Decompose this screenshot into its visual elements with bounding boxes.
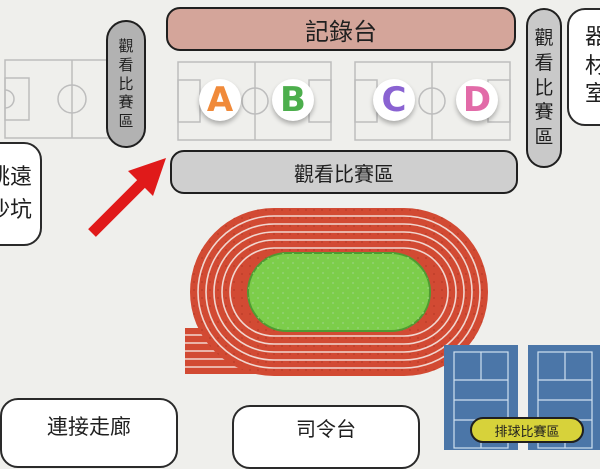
connecting-corridor: 連接走廊	[0, 398, 178, 468]
spectator-area-right-char: 看	[534, 51, 554, 74]
court-b-label: B	[272, 79, 314, 121]
long-jump-pit: 跳遠 沙坑	[0, 142, 42, 246]
connecting-corridor-label: 連接走廊	[47, 415, 131, 439]
spectator-area-main-label: 觀看比賽區	[294, 161, 394, 186]
spectator-area-right-char: 賽	[534, 101, 554, 124]
spectator-area-right-char: 比	[534, 76, 554, 99]
running-track	[185, 208, 488, 376]
court-a-label: A	[199, 79, 241, 121]
court-c-label: C	[373, 79, 415, 121]
spectator-area-main: 觀看比賽區	[170, 150, 518, 194]
spectator-area-right: 觀 看 比 賽 區	[526, 8, 562, 168]
spectator-area-left-char: 看	[118, 55, 134, 74]
spectator-area-left: 觀 看 比 賽 區	[106, 20, 146, 148]
equipment-room: 器 材 室	[567, 8, 600, 126]
volleyball-area-label: 排球比賽區	[470, 417, 584, 443]
record-table: 記錄台	[166, 7, 516, 51]
spectator-area-right-char: 觀	[534, 27, 554, 50]
equipment-room-char: 材	[585, 53, 600, 79]
long-jump-pit-line: 跳遠	[0, 165, 32, 190]
equipment-room-char: 室	[585, 82, 600, 108]
long-jump-pit-line: 沙坑	[0, 198, 32, 223]
record-table-label: 記錄台	[305, 17, 377, 46]
equipment-room-char: 器	[585, 25, 600, 51]
volleyball-courts	[444, 345, 600, 450]
spectator-area-left-char: 比	[118, 74, 134, 93]
spectator-area-left-char: 賽	[118, 93, 134, 112]
spectator-area-right-char: 區	[534, 126, 554, 149]
spectator-area-left-char: 區	[118, 112, 134, 131]
court-d-label: D	[456, 79, 498, 121]
spectator-area-left-char: 觀	[118, 37, 134, 56]
command-platform-label: 司令台	[296, 416, 356, 441]
command-platform: 司令台	[232, 405, 420, 469]
